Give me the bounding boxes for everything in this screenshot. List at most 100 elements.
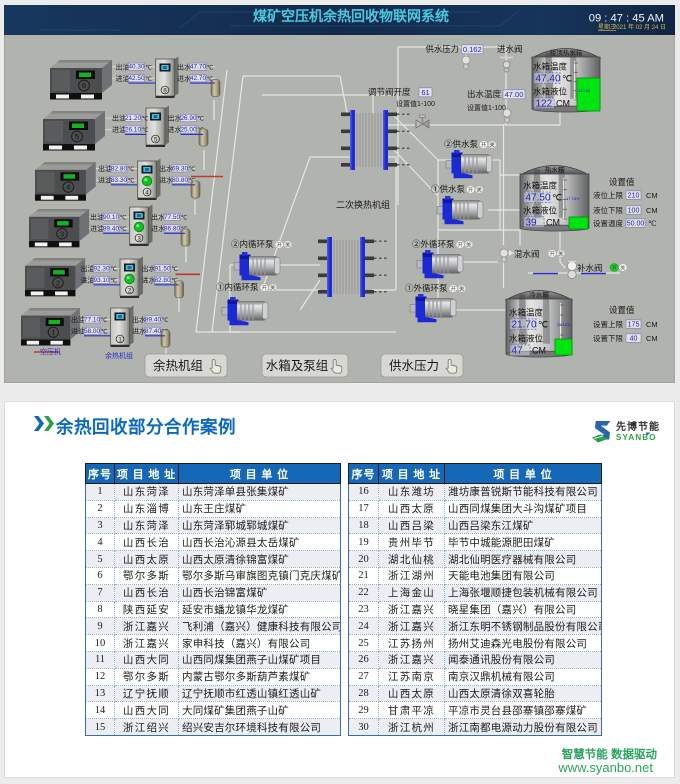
svg-text:①外循环泵: ①外循环泵 <box>405 283 448 293</box>
svg-text:20.15%: 20.15% <box>557 322 571 327</box>
svg-text:℃: ℃ <box>142 117 149 123</box>
svg-text:4: 4 <box>145 189 149 196</box>
svg-text:58.00: 58.00 <box>84 328 100 335</box>
svg-text:210: 210 <box>628 193 640 200</box>
svg-text:℃: ℃ <box>207 65 214 71</box>
svg-text:82.80: 82.80 <box>155 277 171 284</box>
svg-text:℃: ℃ <box>197 117 204 123</box>
svg-text:进油: 进油 <box>98 176 112 185</box>
svg-text:82.80: 82.80 <box>111 165 127 172</box>
svg-text:余热机组: 余热机组 <box>153 358 203 373</box>
svg-text:89.40: 89.40 <box>103 225 119 232</box>
svg-text:水箱液位: 水箱液位 <box>523 205 558 215</box>
svg-text:星期三: 星期三 <box>598 23 616 31</box>
svg-text:77.50: 77.50 <box>164 214 180 221</box>
svg-text:℃: ℃ <box>162 318 169 324</box>
svg-text:℃: ℃ <box>120 227 127 233</box>
svg-text:26.10: 26.10 <box>125 127 141 134</box>
svg-text:℃: ℃ <box>189 167 196 173</box>
svg-text:进水: 进水 <box>159 176 173 185</box>
svg-text:余热机组: 余热机组 <box>105 351 133 360</box>
svg-text:冷水箱: 冷水箱 <box>529 290 549 299</box>
svg-text:61: 61 <box>421 88 429 97</box>
svg-text:设置值: 设置值 <box>609 305 635 315</box>
svg-text:25.00: 25.00 <box>181 127 197 134</box>
svg-text:CM: CM <box>646 334 658 343</box>
svg-text:CM: CM <box>556 99 570 109</box>
svg-text:℃: ℃ <box>552 193 562 203</box>
svg-text:122: 122 <box>536 99 553 110</box>
svg-text:①内循环泵: ①内循环泵 <box>216 282 259 292</box>
svg-text:出水: 出水 <box>151 213 165 222</box>
svg-text:进油: 进油 <box>71 327 85 336</box>
svg-text:设置值1-100: 设置值1-100 <box>467 103 506 112</box>
svg-text:39: 39 <box>526 218 538 229</box>
svg-text:℃: ℃ <box>142 128 149 134</box>
svg-text:℃: ℃ <box>110 267 117 273</box>
svg-text:出水: 出水 <box>168 114 182 123</box>
svg-text:进油: 进油 <box>116 74 130 83</box>
svg-text:℃: ℃ <box>181 216 188 222</box>
svg-text:℃: ℃ <box>101 330 108 336</box>
svg-text:出油: 出油 <box>98 164 112 173</box>
svg-text:出水: 出水 <box>177 62 191 71</box>
svg-text:6: 6 <box>163 87 167 94</box>
svg-text:℃: ℃ <box>538 320 548 330</box>
svg-text:21.70: 21.70 <box>512 320 537 331</box>
svg-text:122.62: 122.62 <box>578 88 591 93</box>
svg-text:水箱液位: 水箱液位 <box>533 86 568 96</box>
svg-text:26.90: 26.90 <box>181 115 197 122</box>
svg-text:℃: ℃ <box>171 279 178 285</box>
svg-text:进油: 进油 <box>112 125 126 134</box>
svg-text:液位上限: 液位上限 <box>593 190 623 200</box>
svg-text:℃: ℃ <box>120 216 127 222</box>
svg-text:水箱温度: 水箱温度 <box>523 181 558 191</box>
svg-text:先博节能: 先博节能 <box>616 420 660 433</box>
svg-text:进水: 进水 <box>132 327 146 336</box>
svg-text:进水: 进水 <box>142 276 156 285</box>
svg-text:09 : 47 : 45 AM: 09 : 47 : 45 AM <box>589 13 664 25</box>
svg-text:补水阀: 补水阀 <box>577 263 603 273</box>
svg-text:进水阀: 进水阀 <box>497 44 523 54</box>
svg-text:出油: 出油 <box>116 62 130 71</box>
svg-text:5: 5 <box>75 132 79 141</box>
svg-text:93.10: 93.10 <box>94 277 110 284</box>
svg-text:89.40: 89.40 <box>145 316 161 323</box>
svg-text:二次换热机组: 二次换热机组 <box>336 199 390 210</box>
svg-text:17.78%: 17.78% <box>566 196 580 201</box>
svg-text:设置值: 设置值 <box>609 177 635 187</box>
svg-text:出水: 出水 <box>159 164 173 173</box>
svg-text:℃: ℃ <box>128 167 135 173</box>
svg-text:℃: ℃ <box>128 179 135 185</box>
svg-text:进油: 进油 <box>90 224 104 233</box>
svg-text:②内循环泵: ②内循环泵 <box>231 239 274 249</box>
svg-text:1: 1 <box>118 336 122 343</box>
svg-text:①供水泵: ①供水泵 <box>431 184 466 194</box>
svg-text:℃: ℃ <box>145 77 152 83</box>
svg-text:出水温度: 出水温度 <box>467 89 502 99</box>
svg-text:90.10: 90.10 <box>103 214 119 221</box>
svg-text:出油: 出油 <box>71 315 85 324</box>
svg-text:℃: ℃ <box>101 318 108 324</box>
svg-text:91.50: 91.50 <box>155 265 171 272</box>
svg-text:℃: ℃ <box>562 74 572 84</box>
svg-text:92.30: 92.30 <box>94 265 110 272</box>
svg-text:4: 4 <box>66 183 70 192</box>
svg-text:②供水泵: ②供水泵 <box>444 139 479 149</box>
svg-text:℃: ℃ <box>145 65 152 71</box>
svg-text:进水: 进水 <box>177 74 191 83</box>
svg-text:出油: 出油 <box>90 213 104 222</box>
svg-text:21.20: 21.20 <box>125 115 141 122</box>
svg-text:CM: CM <box>646 191 658 200</box>
svg-text:℃: ℃ <box>171 267 178 273</box>
svg-text:水箱及泵组: 水箱及泵组 <box>266 358 329 373</box>
svg-text:出油: 出油 <box>81 264 95 273</box>
svg-text:1: 1 <box>51 329 55 337</box>
svg-text:液位下限: 液位下限 <box>593 205 623 215</box>
svg-text:40: 40 <box>630 336 638 343</box>
svg-text:设置温度: 设置温度 <box>593 218 623 228</box>
svg-text:水箱温度: 水箱温度 <box>509 307 544 317</box>
svg-text:出水: 出水 <box>142 264 156 273</box>
svg-text:47.40: 47.40 <box>536 74 561 85</box>
svg-text:SYANBO: SYANBO <box>616 433 657 442</box>
